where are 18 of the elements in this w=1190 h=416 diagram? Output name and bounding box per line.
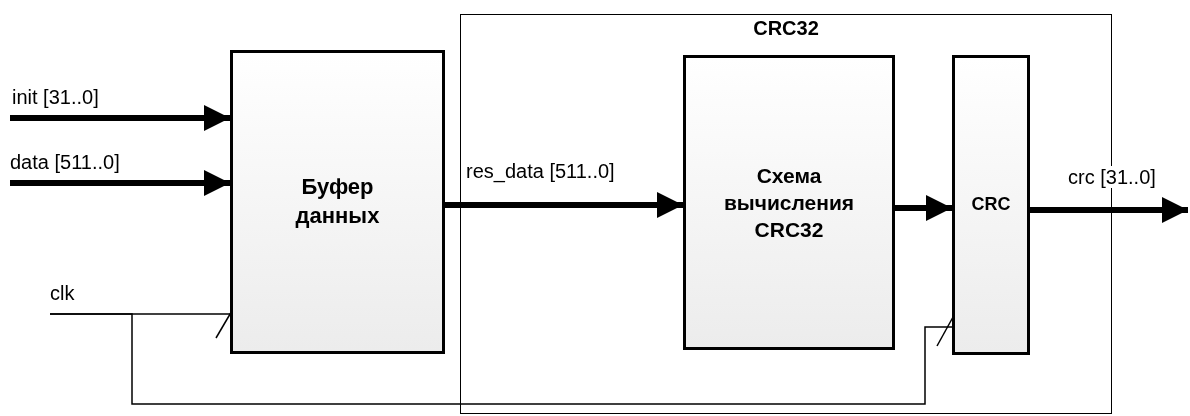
edge-label: crc [31..0] [1068,166,1156,188]
block-title: Схема вычисления CRC32 [722,162,856,244]
arrow [445,192,683,218]
group-title: CRC32 [752,17,820,40]
arrow [10,105,230,131]
signal-name: clk [50,282,75,304]
edge-label: init [31..0] [12,86,99,108]
arrow [895,195,952,221]
connector-line [49,313,953,405]
block-title: CRC [971,193,1011,217]
arrow [10,170,230,196]
arrow [1030,197,1188,223]
register-box [952,55,1030,355]
block-title: Буфер данных [294,173,381,230]
block-box [683,55,895,350]
block-box [230,50,445,354]
edge-label: res_data [511..0] [466,160,615,182]
edge-label: data [511..0] [10,151,120,173]
